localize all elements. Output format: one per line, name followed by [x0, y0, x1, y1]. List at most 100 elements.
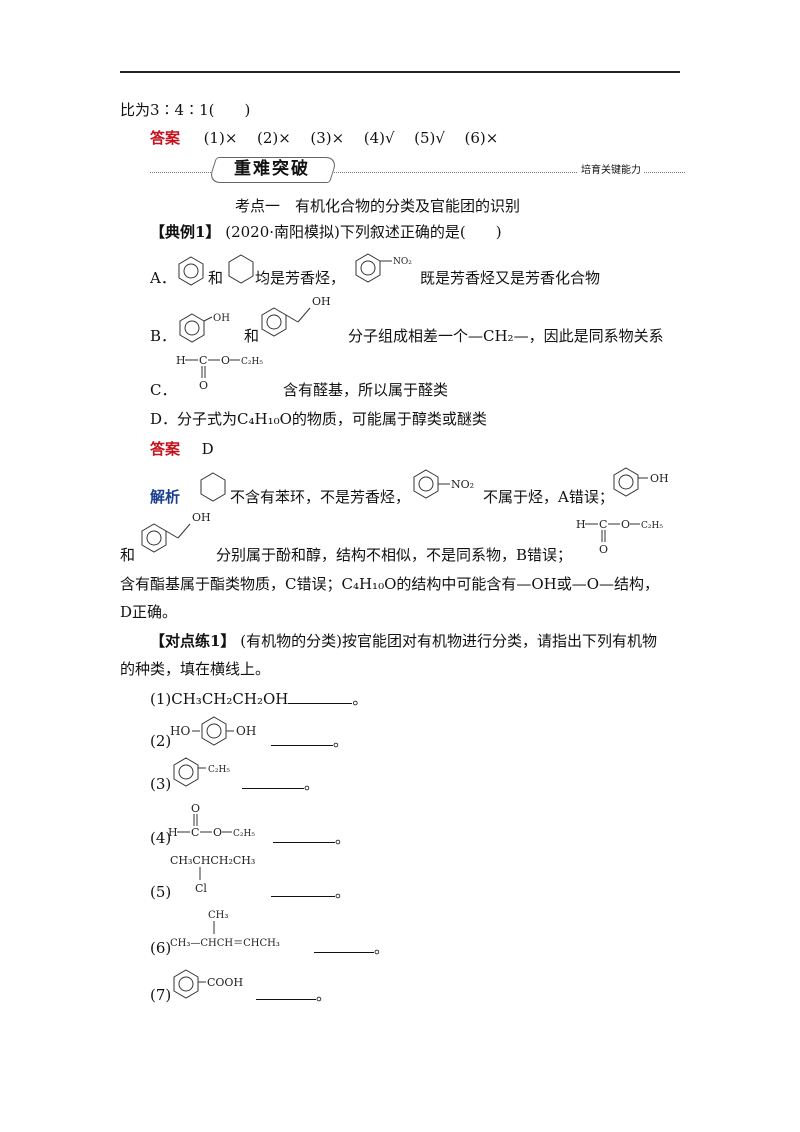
oh-label: OH — [236, 724, 256, 738]
analysis-and: 和 — [120, 546, 136, 564]
analysis-text3: 分别属于酚和醇，结构不相似，不是同系物，B错误； — [216, 546, 573, 564]
option-a-and: 和 — [208, 269, 224, 287]
c2h5-label: C₂H₅ — [641, 521, 663, 531]
question-6-answer: 。 — [314, 938, 389, 958]
answer-blank[interactable] — [271, 882, 335, 897]
c-label: C — [199, 354, 207, 367]
o-label: O — [213, 826, 222, 839]
practice-stem-line1: 【对点练1】 (有机物的分类)按官能团对有机物进行分类，请指出下列有机物 — [150, 631, 657, 651]
c2h5-label: C₂H₅ — [233, 829, 255, 839]
question-3-answer: 。 — [242, 774, 319, 794]
h-label: H — [168, 826, 178, 839]
o-label: O — [599, 543, 608, 556]
answer-blank[interactable] — [288, 689, 353, 704]
chlorobutane-structure: CH₃CHCH₂CH₃ Cl — [170, 854, 255, 895]
methylpentene-structure: CH₃ CH₃—CHCH＝CHCH₃ — [170, 910, 280, 949]
answer-item: (5)√ — [414, 129, 445, 147]
analysis-text2: 不属于烃，A错误； — [483, 488, 614, 506]
phenol-structure: OH — [613, 467, 669, 497]
cyclohexane-structure — [228, 254, 254, 284]
o-label: O — [191, 802, 200, 815]
nitrobenzene-structure: NO₂ — [355, 253, 412, 283]
section-subtitle: 培育关键能力 — [578, 164, 644, 178]
ethylbenzene-structure: C₂H₅ — [173, 757, 230, 787]
example-answer: 答案 D — [150, 439, 214, 459]
practice-stem-line2: 的种类，填在横线上。 — [120, 660, 271, 678]
cyclohexane-structure — [200, 472, 226, 502]
option-a-letter: A． — [150, 269, 176, 287]
c-label: C — [191, 826, 199, 839]
c2h5-label: C₂H₅ — [208, 765, 230, 775]
answer-label: 答案 — [150, 440, 181, 458]
answer-item: (1)× — [203, 129, 238, 147]
o-label: O — [199, 379, 208, 392]
example-question: (2020·南阳模拟)下列叙述正确的是( ) — [225, 223, 502, 241]
question-4-answer: 。 — [273, 828, 350, 848]
oh-label: OH — [650, 472, 669, 485]
nitrobenzene-structure: NO₂ — [413, 469, 474, 499]
answer-blank[interactable] — [271, 731, 333, 746]
phenol-structure: OH — [179, 313, 230, 343]
oh-label: OH — [192, 511, 211, 524]
benzoic-acid-structure: COOH — [173, 969, 243, 999]
benzene-structure — [178, 256, 204, 286]
practice-stem: (有机物的分类)按官能团对有机物进行分类，请指出下列有机物 — [240, 632, 657, 650]
question-7-number: (7) — [150, 986, 172, 1004]
question-5-answer: 。 — [271, 882, 350, 902]
answer-item: (4)√ — [363, 129, 395, 147]
analysis-text5: D正确。 — [120, 603, 178, 621]
answer-blank[interactable] — [256, 985, 316, 1000]
question-5-number: (5) — [150, 883, 172, 901]
answer-blank[interactable] — [273, 828, 335, 843]
cooh-label: COOH — [207, 976, 243, 989]
chain-label: CH₃—CHCH＝CHCH₃ — [170, 938, 280, 949]
cl-label: Cl — [195, 882, 207, 895]
topic-title: 考点一 有机化合物的分类及官能团的识别 — [235, 197, 521, 215]
h-label: H — [176, 354, 186, 367]
answer-blank[interactable] — [242, 774, 304, 789]
practice-label: 【对点练1】 — [150, 632, 236, 650]
ratio-line: 比为3∶4∶1( ) — [120, 101, 251, 119]
ethyl-formate-structure: H C O C₂H₅ O — [576, 518, 663, 556]
analysis-label: 解析 — [150, 488, 181, 506]
question-6-number: (6) — [150, 939, 172, 957]
h-label: H — [576, 518, 586, 531]
question-1-formula: (1)CH₃CH₂CH₂OH — [150, 690, 289, 708]
answer-item: (2)× — [256, 129, 291, 147]
no2-label: NO₂ — [393, 257, 412, 267]
example-stem: 【典例1】 (2020·南阳模拟)下列叙述正确的是( ) — [150, 222, 502, 242]
ho-label: HO — [170, 724, 190, 738]
answer-item: (6)× — [464, 129, 499, 147]
benzyl-alcohol-structure: OH — [261, 295, 331, 337]
ethyl-formate-structure: O H C O C₂H₅ — [168, 802, 255, 839]
option-c-letter: C． — [150, 381, 177, 399]
analysis-text1: 不含有苯环，不是芳香烃， — [230, 488, 411, 506]
header-rule — [120, 71, 680, 73]
o-label: O — [221, 354, 230, 367]
question-4-number: (4) — [150, 829, 172, 847]
answer-label: 答案 — [150, 129, 181, 147]
c-label: C — [599, 518, 607, 531]
ethyl-formate-structure: H C O C₂H₅ O — [176, 354, 263, 392]
answer-blank[interactable] — [314, 938, 374, 953]
hydroquinone-structure: HO OH — [170, 716, 256, 746]
option-b-and: 和 — [244, 327, 260, 345]
chain-label: CH₃CHCH₂CH₃ — [170, 854, 255, 867]
section-banner-title: 重难突破 — [234, 159, 310, 179]
oh-label: OH — [312, 295, 331, 308]
question-7-answer: 。 — [256, 985, 331, 1005]
no2-label: NO₂ — [451, 478, 474, 491]
question-1: (1)CH₃CH₂CH₂OH。 — [150, 689, 368, 708]
o-label: O — [621, 518, 630, 531]
analysis-text4: 含有酯基属于酯类物质，C错误；C₄H₁₀O的结构中可能含有—OH或—O—结构， — [120, 575, 660, 593]
answer-item: (3)× — [310, 129, 345, 147]
option-a-text1: 均是芳香烃， — [255, 269, 346, 287]
answer-value: D — [201, 440, 214, 458]
ch3-label: CH₃ — [208, 910, 228, 921]
question-2-number: (2) — [150, 732, 172, 750]
benzyl-alcohol-structure: OH — [141, 511, 211, 553]
question-2-answer: 。 — [271, 731, 348, 751]
c2h5-label: C₂H₅ — [241, 357, 263, 367]
option-b-text: 分子组成相差一个—CH₂—，因此是同系物关系 — [348, 327, 664, 345]
section-banner-line — [150, 172, 685, 173]
